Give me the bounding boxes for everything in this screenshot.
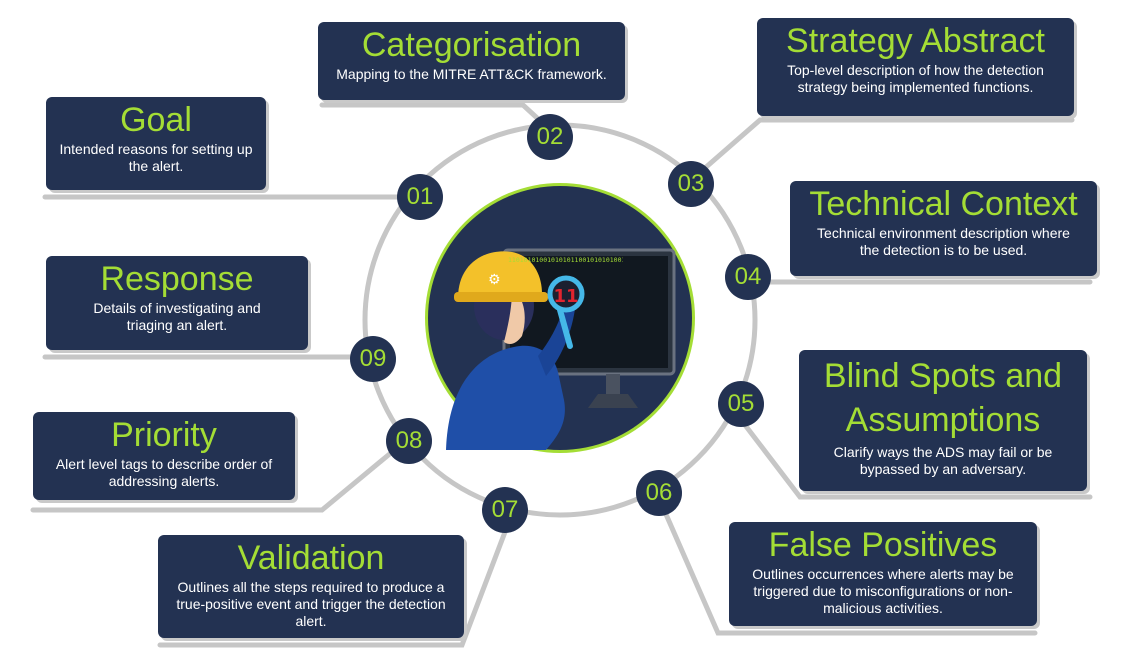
- magnifier-text: 11: [553, 286, 578, 307]
- step-card-response: Response Details of investigating and tr…: [46, 256, 308, 350]
- step-description: Intended reasons for setting up the aler…: [59, 141, 253, 174]
- step-description: Mapping to the MITRE ATT&CK framework.: [336, 66, 607, 82]
- step-badge-09: 09: [350, 336, 396, 382]
- svg-text:⚙: ⚙: [488, 272, 501, 288]
- step-title: Categorisation: [361, 26, 582, 64]
- connector-08: [30, 449, 395, 513]
- step-title: Strategy Abstract: [786, 22, 1045, 60]
- step-card-false-positives: False Positives Outlines occurrences whe…: [729, 522, 1037, 626]
- step-title: Response: [100, 260, 254, 298]
- step-title: False Positives: [768, 526, 998, 564]
- connector-06: [662, 509, 1038, 636]
- step-title: Technical Context: [809, 185, 1078, 223]
- step-badge-05: 05: [718, 381, 764, 427]
- step-badge-08: 08: [386, 418, 432, 464]
- step-description: Alert level tags to describe order of ad…: [55, 456, 273, 489]
- step-description: Details of investigating and triaging an…: [93, 300, 261, 333]
- step-title: Validation: [237, 539, 385, 577]
- step-title: Blind Spots and Assumptions: [823, 357, 1063, 439]
- step-title: Priority: [111, 416, 217, 454]
- step-card-strategy-abstract: Strategy Abstract Top-level description …: [757, 18, 1074, 116]
- step-card-blind-spots: Blind Spots and Assumptions Clarify ways…: [799, 350, 1087, 491]
- connector-05: [742, 422, 1093, 500]
- binary-code-screen: 1101010100101010110010101010010110101010…: [508, 256, 623, 264]
- step-description: Outlines all the steps required to produ…: [176, 579, 446, 629]
- connector-02: [319, 102, 551, 131]
- connector-07: [157, 529, 508, 648]
- hard-hat-icon: [458, 251, 542, 298]
- step-badge-03: 03: [668, 161, 714, 207]
- step-card-priority: Priority Alert level tags to describe or…: [33, 412, 295, 500]
- step-description: Outlines occurrences where alerts may be…: [752, 566, 1014, 616]
- step-card-categorisation: Categorisation Mapping to the MITRE ATT&…: [318, 22, 625, 100]
- analyst-at-monitor-illustration: ⚙ 11: [446, 248, 676, 450]
- step-description: Technical environment description where …: [817, 225, 1070, 258]
- step-badge-01: 01: [397, 174, 443, 220]
- connector-03: [702, 117, 1075, 171]
- step-title: Goal: [120, 101, 192, 139]
- step-description: Clarify ways the ADS may fail or be bypa…: [833, 444, 1053, 477]
- step-badge-06: 06: [636, 470, 682, 516]
- step-card-technical-context: Technical Context Technical environment …: [790, 181, 1097, 276]
- step-badge-07: 07: [482, 487, 528, 533]
- step-badge-04: 04: [725, 254, 771, 300]
- magnifier-icon: [547, 275, 585, 313]
- step-card-goal: Goal Intended reasons for setting up the…: [46, 97, 266, 190]
- step-card-validation: Validation Outlines all the steps requir…: [158, 535, 464, 638]
- central-illustration: ⚙ 11 11010101001010101100101010100101101…: [428, 186, 692, 450]
- step-description: Top-level description of how the detecti…: [787, 62, 1044, 95]
- analyst-body: [446, 345, 565, 450]
- step-badge-02: 02: [527, 114, 573, 160]
